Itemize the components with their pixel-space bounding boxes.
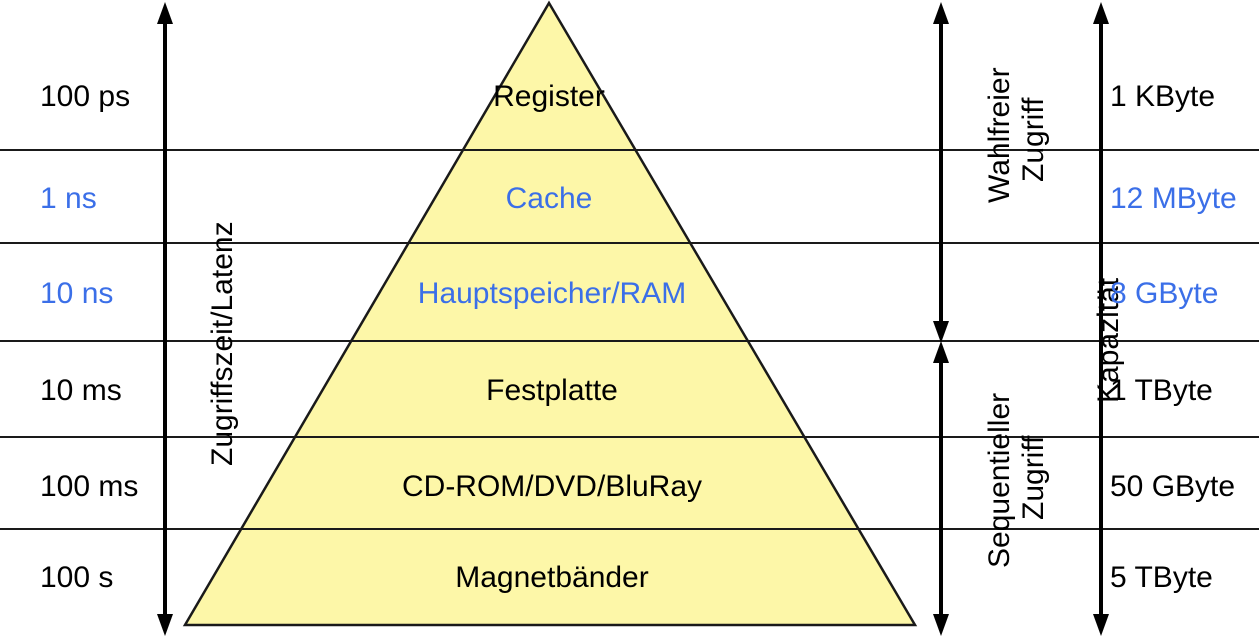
latency-value-optical: 100 ms (40, 470, 139, 503)
tier-name-disk: Festplatte (486, 374, 618, 407)
tier-name-cache: Cache (505, 182, 593, 215)
capacity-value-disk: 1 TByte (1110, 374, 1213, 407)
capacity-value-ram: 8 GByte (1110, 277, 1219, 310)
capacity-arrow-head-up (1093, 2, 1109, 24)
capacity-arrow-head-down (1093, 614, 1109, 636)
capacity-value-cache: 12 MByte (1110, 182, 1237, 215)
latency-value-tape: 100 s (40, 561, 114, 594)
sequential-access-arrow (933, 341, 949, 636)
latency-axis-arrow (157, 2, 173, 636)
tier-name-tape: Magnetbänder (455, 561, 649, 594)
capacity-axis-arrow (1093, 2, 1109, 636)
random-access-label-line2: Zugriff (1017, 97, 1050, 182)
random-access-arrow (933, 2, 949, 343)
capacity-value-tape: 5 TByte (1110, 561, 1213, 594)
sequential-access-label-line1: Sequentieller (983, 392, 1016, 568)
tier-name-register: Register (493, 80, 605, 113)
pyramid-slice-lines (53, 149, 1045, 530)
sequential-access-label-line2: Zugriff (1017, 435, 1050, 520)
random-access-label-line1: Wahlfreier (983, 67, 1016, 203)
latency-value-disk: 10 ms (40, 374, 122, 407)
random-access-arrow-head-down (933, 321, 949, 343)
latency-value-cache: 1 ns (40, 182, 97, 215)
capacity-value-optical: 50 GByte (1110, 470, 1236, 503)
latency-value-register: 100 ps (40, 80, 131, 113)
latency-axis-label: Zugriffszeit/Latenz (206, 221, 239, 466)
tier-name-optical: CD-ROM/DVD/BluRay (401, 470, 703, 503)
capacity-value-register: 1 KByte (1110, 80, 1216, 113)
sequential-access-arrow-head-down (933, 614, 949, 636)
random-access-arrow-head-up (933, 2, 949, 24)
latency-arrow-head-down (157, 614, 173, 636)
pyramid-shape (182, 0, 918, 627)
latency-value-ram: 10 ns (40, 277, 114, 310)
latency-arrow-head-up (157, 2, 173, 24)
tier-name-ram: Hauptspeicher/RAM (417, 277, 687, 310)
sequential-access-arrow-head-up (933, 341, 949, 363)
